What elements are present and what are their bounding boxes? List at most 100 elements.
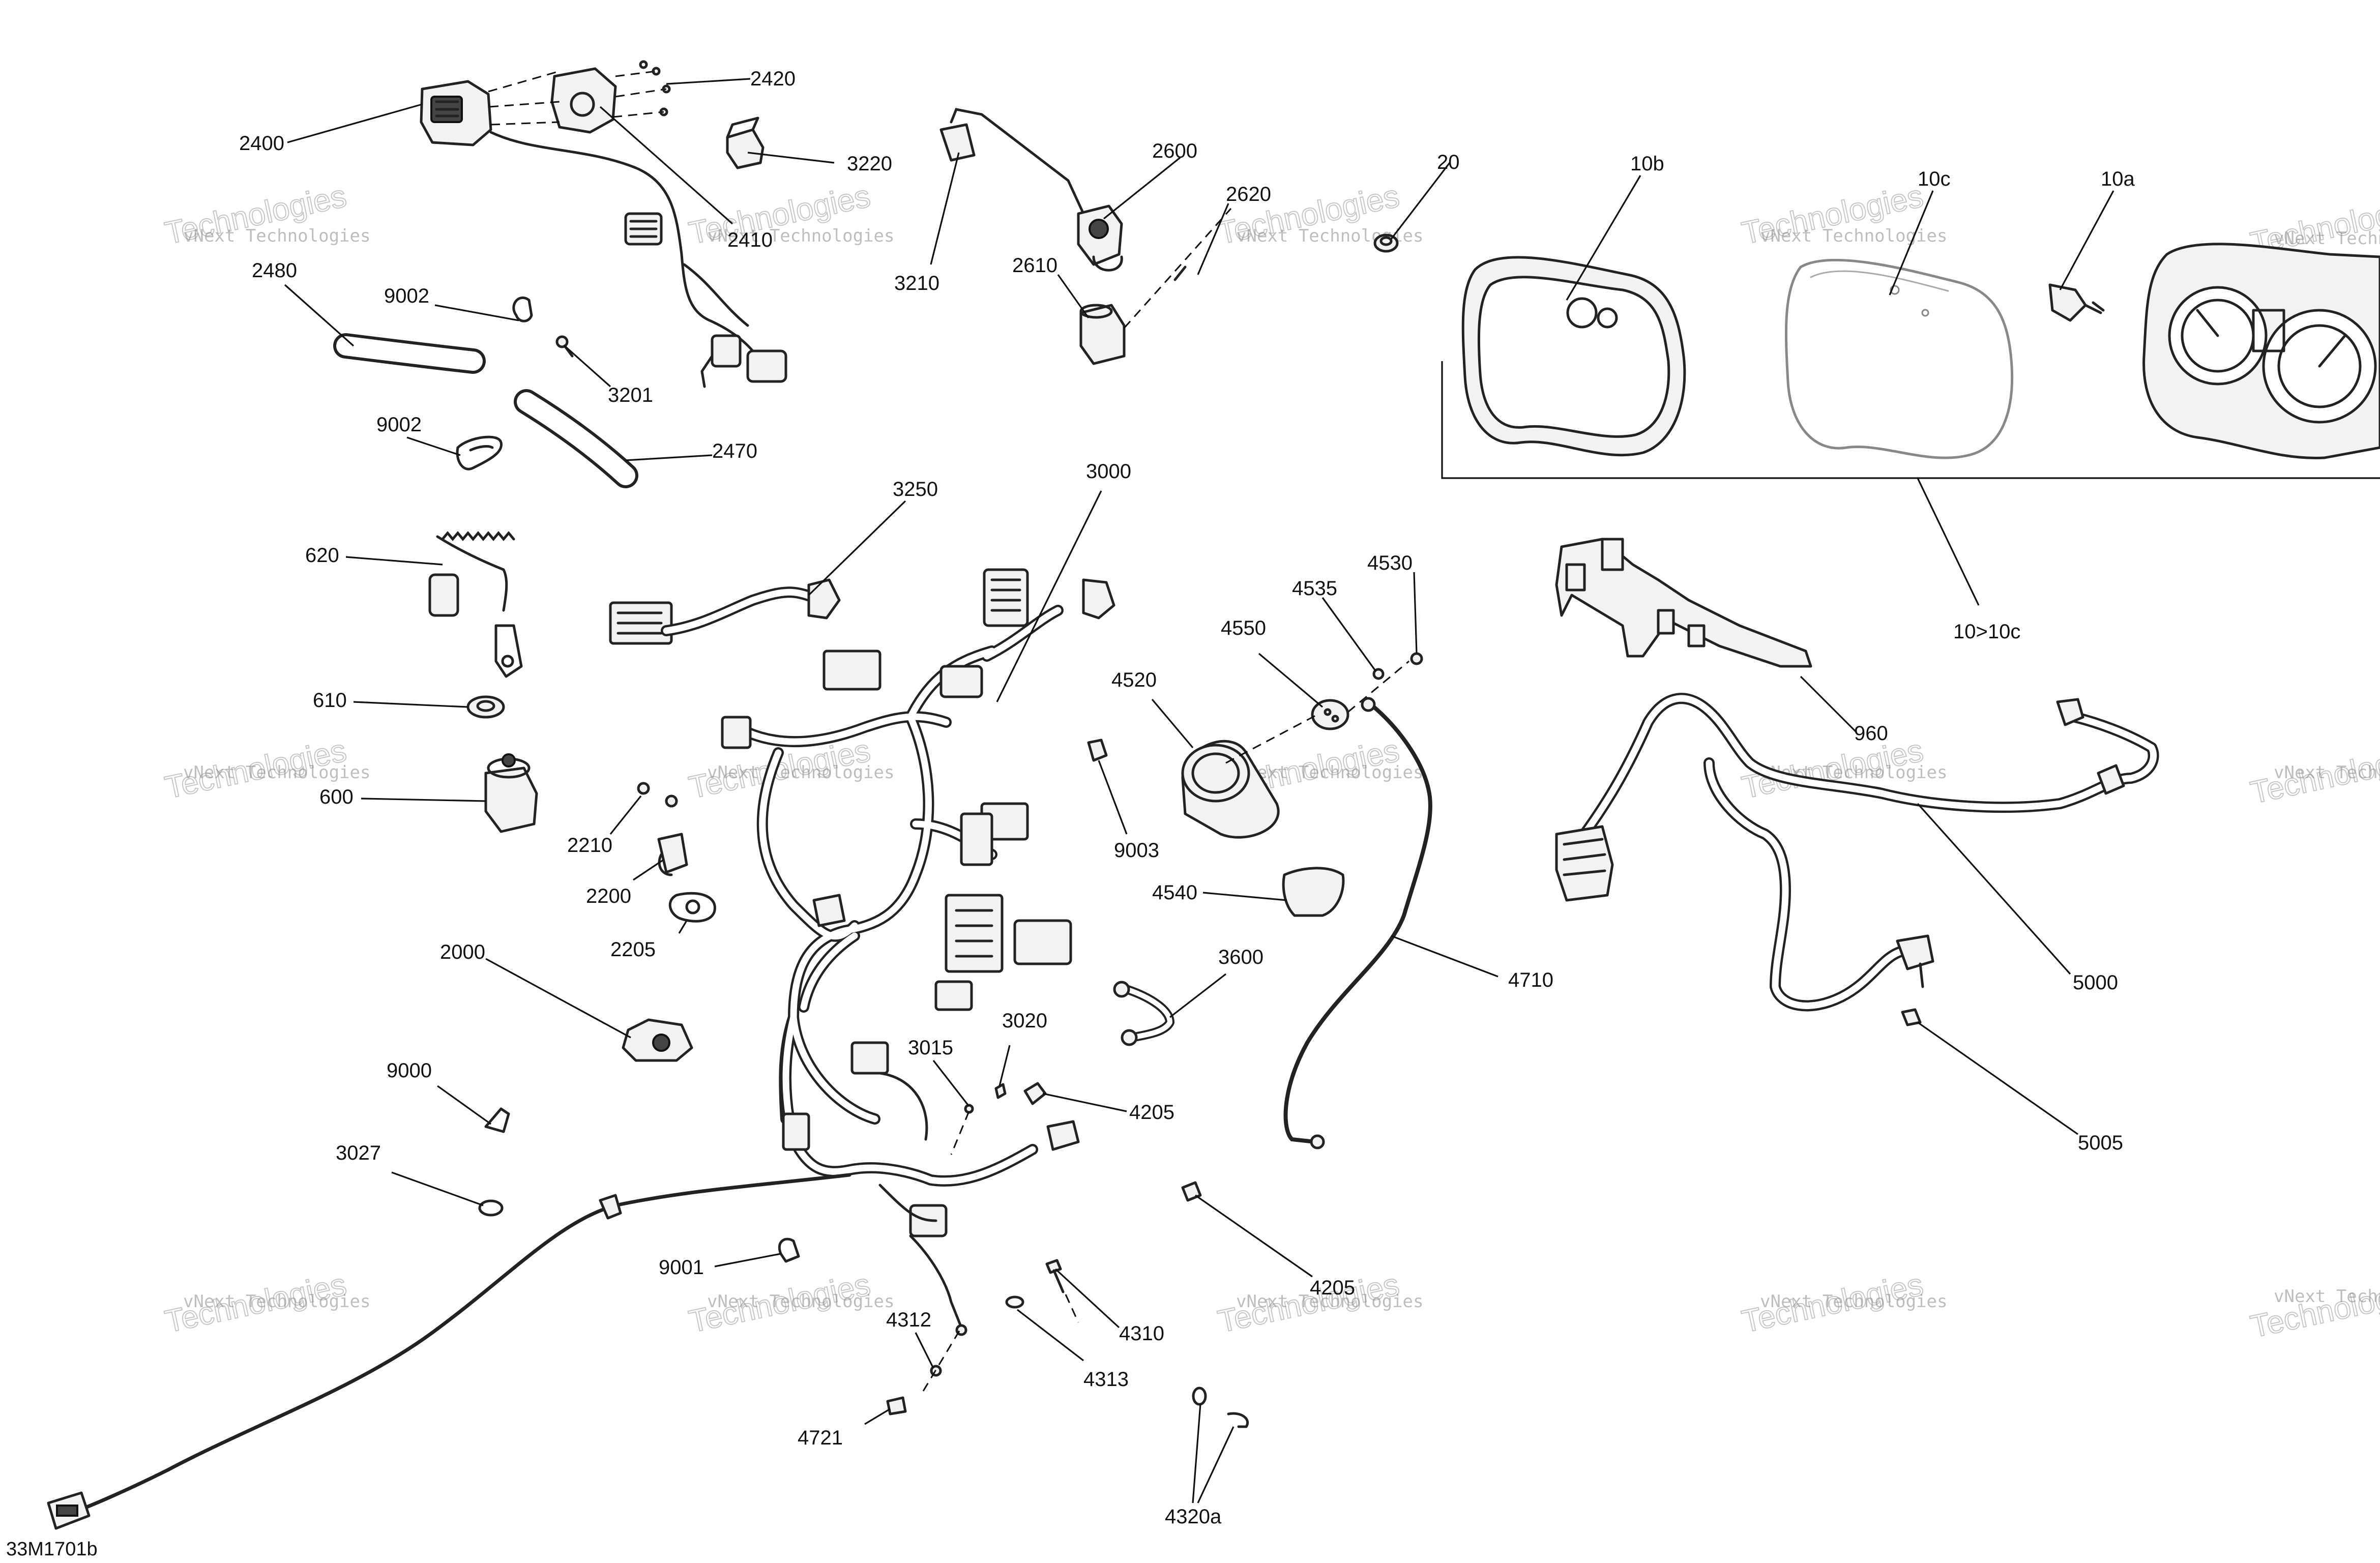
callout-2000[interactable]: 2000 <box>440 941 485 963</box>
part-4540-pad[interactable] <box>1282 867 1345 917</box>
callout-4205-b[interactable]: 4205 <box>1310 1277 1355 1299</box>
part-4530-nut[interactable] <box>1410 652 1423 665</box>
part-20-grommet[interactable] <box>1373 233 1399 253</box>
part-9000-clip[interactable] <box>484 1107 510 1133</box>
callout-4535[interactable]: 4535 <box>1292 577 1337 600</box>
part-4320a-terminals[interactable] <box>1192 1387 1249 1428</box>
callout-10b[interactable]: 10b <box>1630 153 1664 175</box>
part-960-bracket[interactable] <box>1555 538 1812 668</box>
callout-2610[interactable]: 2610 <box>1012 254 1057 277</box>
callout-4205-a[interactable]: 4205 <box>1129 1101 1174 1124</box>
callout-3250[interactable]: 3250 <box>893 478 938 500</box>
part-10-gauge-cluster[interactable] <box>2142 243 2380 459</box>
callout-3210[interactable]: 3210 <box>894 272 939 294</box>
watermark-14: Technologies vNext Technologies <box>1739 1266 1948 1340</box>
callout-4540[interactable]: 4540 <box>1152 881 1197 904</box>
part-4310-bolt[interactable] <box>1045 1259 1079 1323</box>
callout-3201[interactable]: 3201 <box>608 384 653 406</box>
callout-10-range[interactable]: 10>10c <box>1953 621 2020 643</box>
callout-4530[interactable]: 4530 <box>1367 552 1413 574</box>
callout-9002-a[interactable]: 9002 <box>384 285 429 307</box>
callout-620[interactable]: 620 <box>305 544 339 567</box>
callout-5005[interactable]: 5005 <box>2078 1132 2123 1154</box>
callout-960[interactable]: 960 <box>1854 722 1888 745</box>
part-9003-clip[interactable] <box>1087 739 1108 762</box>
leader-lines <box>284 78 2114 1503</box>
callout-4520[interactable]: 4520 <box>1111 669 1157 691</box>
part-2470-protective-tube[interactable] <box>514 389 638 488</box>
part-2620-pin[interactable] <box>1123 208 1232 329</box>
part-4550-cover[interactable] <box>1225 660 1409 764</box>
callout-2200[interactable]: 2200 <box>586 885 631 907</box>
callout-9002-b[interactable]: 9002 <box>376 414 422 436</box>
part-4312-nut[interactable] <box>922 1327 962 1392</box>
part-2610-sleeve[interactable] <box>1079 304 1126 365</box>
callout-20[interactable]: 20 <box>1437 151 1460 173</box>
callout-2480[interactable]: 2480 <box>252 259 297 282</box>
callout-4550[interactable]: 4550 <box>1221 617 1266 639</box>
callout-10a[interactable]: 10a <box>2101 168 2135 190</box>
part-3600-ground-cable[interactable] <box>1113 981 1174 1046</box>
callout-4313[interactable]: 4313 <box>1083 1368 1129 1391</box>
callout-2400[interactable]: 2400 <box>239 132 284 155</box>
watermark-15: Technologies vNext Technologies <box>2247 1272 2380 1345</box>
callout-5000[interactable]: 5000 <box>2073 971 2118 994</box>
part-5005-clip[interactable] <box>1901 1008 1922 1026</box>
callout-4310[interactable]: 4310 <box>1119 1322 1164 1345</box>
callout-9000[interactable]: 9000 <box>387 1059 432 1082</box>
part-5000-harness[interactable] <box>1555 693 2159 1012</box>
part-2480-protective-tube[interactable] <box>333 333 486 374</box>
part-2200-sensor[interactable] <box>657 833 688 876</box>
part-10c-cluster-lens[interactable] <box>1784 258 2014 459</box>
part-2400-handlebar-switch[interactable] <box>420 60 787 388</box>
callout-3220[interactable]: 3220 <box>847 153 892 175</box>
part-4721-connector[interactable] <box>886 1396 907 1415</box>
part-2210-nuts[interactable] <box>637 782 678 808</box>
part-9002-clip-b[interactable] <box>456 435 503 470</box>
part-3250-harness[interactable] <box>609 578 841 645</box>
callout-4710[interactable]: 4710 <box>1508 969 1553 991</box>
part-4535-washer[interactable] <box>1372 668 1385 680</box>
part-2205-gasket[interactable] <box>668 892 716 923</box>
part-4313-washer[interactable] <box>1005 1295 1024 1309</box>
callout-600[interactable]: 600 <box>319 786 354 808</box>
callout-2410[interactable]: 2410 <box>727 229 773 251</box>
part-600-start-switch[interactable] <box>484 753 538 833</box>
part-4520-capacitor[interactable] <box>1181 740 1280 839</box>
part-610-nut[interactable] <box>466 695 505 719</box>
part-9001-clip[interactable] <box>778 1237 800 1263</box>
callout-3015[interactable]: 3015 <box>908 1037 953 1059</box>
part-3015-clip[interactable] <box>950 1104 974 1155</box>
part-4205-fastener-a[interactable] <box>1023 1082 1047 1105</box>
part-3027-decal[interactable] <box>478 1199 504 1217</box>
part-3220-connector-cap[interactable] <box>726 116 765 169</box>
callout-9003[interactable]: 9003 <box>1114 839 1159 862</box>
callout-3000[interactable]: 3000 <box>1086 460 1131 483</box>
callout-3600[interactable]: 3600 <box>1218 946 1264 968</box>
callout-3020[interactable]: 3020 <box>1002 1010 1047 1032</box>
callout-2205[interactable]: 2205 <box>610 938 656 961</box>
part-2000-sensor[interactable] <box>622 1018 693 1062</box>
callout-2210[interactable]: 2210 <box>567 834 612 857</box>
part-10b-cluster-bezel[interactable] <box>1461 256 1686 457</box>
callout-2620[interactable]: 2620 <box>1226 183 1271 205</box>
callout-2600[interactable]: 2600 <box>1152 140 1197 162</box>
callout-2470[interactable]: 2470 <box>712 440 757 462</box>
callout-10c[interactable]: 10c <box>1918 168 1951 190</box>
part-9002-clip-a[interactable] <box>512 296 533 322</box>
callout-2420[interactable]: 2420 <box>750 68 796 90</box>
part-3210-connector[interactable] <box>939 108 1085 215</box>
callout-9001[interactable]: 9001 <box>659 1256 704 1279</box>
part-10a-cluster-connector[interactable] <box>2048 283 2105 322</box>
callout-610[interactable]: 610 <box>313 689 347 712</box>
part-3000-extension-lead[interactable] <box>47 1173 851 1530</box>
part-2600-sensor[interactable] <box>1077 204 1123 272</box>
part-3000-main-harness[interactable] <box>721 568 1115 1237</box>
part-4710-battery-cable[interactable] <box>1283 697 1432 1149</box>
callout-4312[interactable]: 4312 <box>886 1309 931 1331</box>
part-620-tether-cord[interactable] <box>428 531 523 678</box>
part-3020-clip[interactable] <box>994 1083 1007 1099</box>
callout-4721[interactable]: 4721 <box>798 1427 843 1449</box>
callout-4320a[interactable]: 4320a <box>1165 1506 1222 1528</box>
callout-3027[interactable]: 3027 <box>336 1142 381 1164</box>
